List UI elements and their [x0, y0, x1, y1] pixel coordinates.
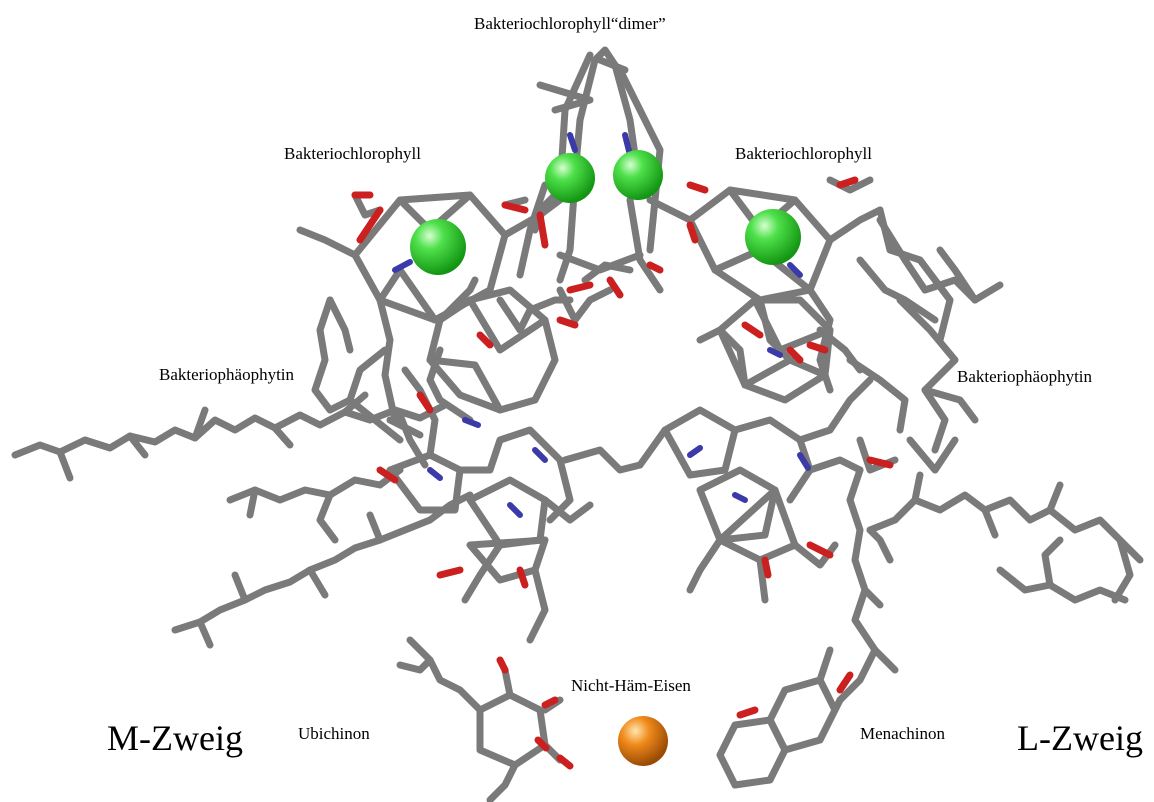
oxygen-atoms	[351, 156, 894, 770]
label-bpheo-left: Bakteriophäophytin	[159, 365, 295, 384]
label-bchl-left: Bakteriochlorophyll	[284, 144, 421, 163]
label-iron: Nicht-Häm-Eisen	[571, 676, 691, 695]
label-bchl-dimer: Bakteriochlorophyll“dimer”	[474, 14, 666, 33]
label-bpheo-right: Bakteriophäophytin	[957, 367, 1093, 386]
mg-atom-dimer-left	[545, 153, 595, 203]
label-l-branch: L-Zweig	[1017, 718, 1143, 758]
iron-atom	[618, 716, 668, 766]
label-menaquinone: Menachinon	[860, 724, 945, 743]
label-ubiquinone: Ubichinon	[298, 724, 370, 743]
mg-atom-left	[410, 219, 466, 275]
mg-atom-dimer-right	[613, 150, 663, 200]
magnesium-atoms	[410, 150, 801, 275]
mg-atom-right	[745, 209, 801, 265]
label-bchl-right: Bakteriochlorophyll	[735, 144, 872, 163]
label-m-branch: M-Zweig	[107, 718, 243, 758]
